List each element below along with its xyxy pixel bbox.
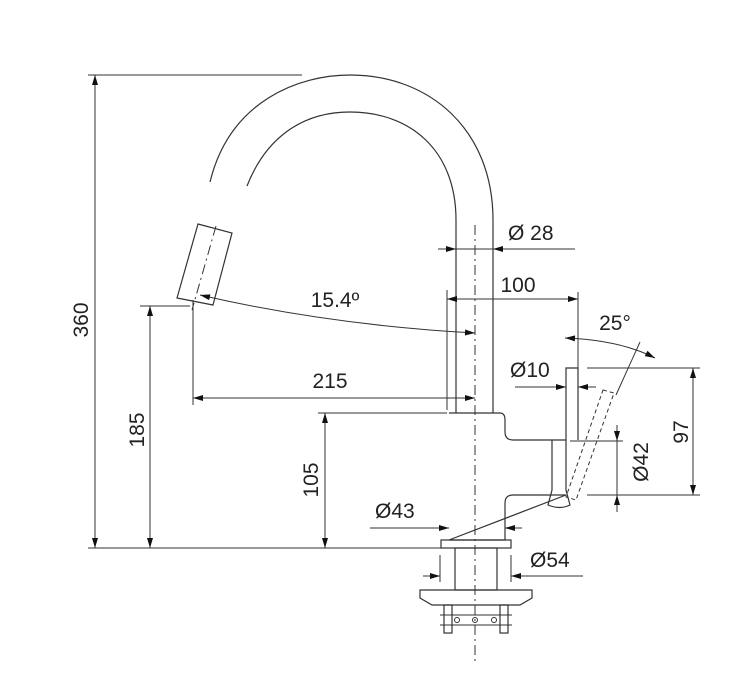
faucet-outline: [176, 74, 615, 665]
dim-base-diameter: Ø54: [423, 549, 583, 582]
dim-body-height: 105: [300, 412, 447, 548]
dim-label-d43: Ø43: [375, 500, 415, 523]
mount-plate: [419, 589, 533, 606]
dim-label-d42: Ø42: [630, 442, 653, 482]
dim-total-height: 360: [70, 74, 447, 549]
dim-label-d54: Ø54: [530, 549, 570, 572]
dim-spout-angle: 15.4º: [199, 289, 476, 336]
dim-lever-base-diameter: Ø42: [570, 425, 653, 512]
dim-label-100: 100: [500, 274, 535, 297]
dim-reach: 215: [192, 290, 475, 410]
base-plate: [440, 539, 512, 549]
dim-outlet-height: 185: [126, 305, 190, 548]
dim-label-360: 360: [70, 302, 93, 337]
dim-lever-angle: 25°: [564, 312, 656, 396]
dim-label-d28: Ø 28: [508, 222, 554, 245]
body: [448, 367, 579, 541]
mount-shank: [454, 547, 498, 591]
dim-label-215: 215: [312, 370, 347, 393]
dim-lever-height: 97: [587, 367, 700, 496]
dim-label-25: 25°: [599, 312, 631, 335]
dim-label-15-4: 15.4º: [311, 289, 360, 312]
dim-body-diameter: Ø43: [370, 500, 522, 531]
dim-label-d10: Ø10: [510, 359, 550, 382]
mount-bolts: [440, 604, 512, 634]
dim-label-97: 97: [670, 420, 693, 443]
spout-outer: [209, 74, 494, 413]
lever-cartridge: [547, 440, 571, 509]
dim-label-185: 185: [126, 412, 149, 447]
dim-spout-diameter: Ø 28: [438, 222, 575, 252]
dim-lever-offset: 100: [447, 274, 579, 368]
spout-inner: [246, 111, 457, 413]
lever-tilted: [565, 389, 615, 501]
dim-label-105: 105: [300, 462, 323, 497]
dim-lever-diameter: Ø10: [510, 359, 596, 390]
spout-head-centerline: [191, 225, 217, 311]
